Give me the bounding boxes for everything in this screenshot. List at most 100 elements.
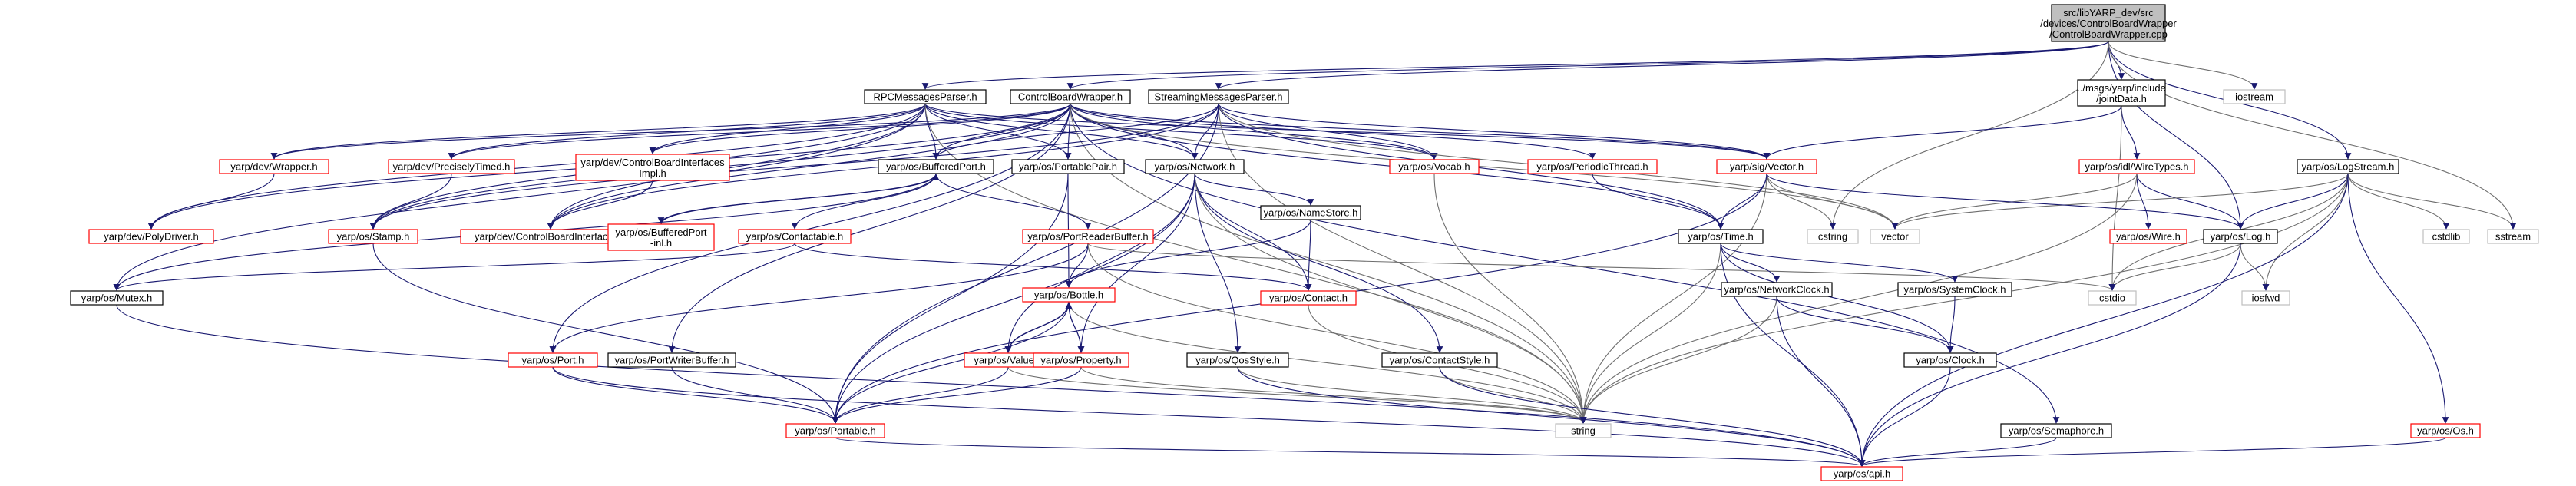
edge-time-to-systemclock [1720,243,1959,283]
node-label: yarp/os/Semaphore.h [2009,425,2104,437]
node-api[interactable]: yarp/os/api.h [1820,466,1903,481]
node-bottle[interactable]: yarp/os/Bottle.h [1022,287,1116,303]
node-os[interactable]: yarp/os/Os.h [2410,423,2481,438]
edge-qosstyle-to-string [1237,366,1587,424]
node-box [2109,229,2187,244]
node-label: /ControlBoardWrapper.cpp [2049,28,2168,40]
edge-bufportinl-to-bufport [660,174,940,225]
node-network[interactable]: yarp/os/Network.h [1145,159,1245,174]
node-wire[interactable]: yarp/os/Wire.h [2109,229,2187,244]
edge-cbw-to-precisely [448,103,1071,160]
node-port[interactable]: yarp/os/Port.h [508,352,598,368]
dependency-edges [113,41,2517,467]
node-cbw[interactable]: ControlBoardWrapper.h [1010,89,1131,104]
node-label: yarp/os/ContactStyle.h [1390,355,1490,366]
node-contactstyle[interactable]: yarp/os/ContactStyle.h [1381,352,1498,368]
edge-property-to-bottle [1065,302,1082,354]
node-label: vector [1881,231,1909,243]
edge-rpc-to-cbi [547,103,926,230]
edge-cbw-to-wrapper [270,103,1071,160]
edge-logstream-to-api [1858,173,2349,467]
node-box [2223,89,2286,104]
node-box [2077,79,2166,107]
node-contactable[interactable]: yarp/os/Contactable.h [738,229,852,244]
edge-property-to-string [1080,366,1587,424]
node-box [2422,229,2470,244]
node-label: yarp/os/Bottle.h [1034,289,1103,301]
node-rpc[interactable]: RPCMessagesParser.h [864,89,987,104]
node-namestore[interactable]: yarp/os/NameStore.h [1260,205,1361,220]
node-cbi[interactable]: yarp/dev/ControlBoardInterfaces.h [460,229,641,244]
node-contact[interactable]: yarp/os/Contact.h [1260,290,1357,306]
edge-vector-to-string [1579,173,1767,424]
edge-jointdata-to-vector [1763,105,2122,160]
node-label: ../msgs/yarp/include [2077,82,2166,94]
edge-bottle-to-string [1068,301,1587,424]
node-vector[interactable]: yarp/sig/Vector.h [1716,159,1817,174]
node-box [864,89,987,104]
node-systemclock[interactable]: yarp/os/SystemClock.h [1897,282,2012,297]
node-stream[interactable]: StreamingMessagesParser.h [1148,89,1289,104]
edge-network-to-contactstyle [1194,173,1443,353]
node-mutex[interactable]: yarp/os/Mutex.h [70,290,164,306]
node-box [388,159,515,174]
node-label: yarp/os/Property.h [1040,355,1121,366]
edge-log-to-iosfwd [2240,243,2270,291]
node-label: yarp/os/BufferedPort [616,226,707,238]
node-qosstyle[interactable]: yarp/os/QosStyle.h [1186,352,1289,368]
edge-log-to-api [1858,243,2241,467]
node-portablepair[interactable]: yarp/os/PortablePair.h [1011,159,1125,174]
edge-cbw-to-vocab [1070,103,1438,160]
node-wrapper[interactable]: yarp/dev/Wrapper.h [219,159,329,174]
node-box [2000,423,2112,438]
node-box [785,423,885,438]
node-logstream[interactable]: yarp/os/LogStream.h [2297,159,2399,174]
node-label: yarp/os/Os.h [2417,425,2474,437]
node-semaphore[interactable]: yarp/os/Semaphore.h [2000,423,2112,438]
node-networkclock[interactable]: yarp/os/NetworkClock.h [1721,282,1833,297]
edge-stamp-to-portable [372,243,839,424]
node-precisely[interactable]: yarp/dev/PreciselyTimed.h [388,159,515,174]
node-box [2088,290,2137,306]
node-stamp[interactable]: yarp/os/Stamp.h [328,229,418,244]
edge-vector-to-cstring [1766,173,1837,230]
node-portreaderbuffer[interactable]: yarp/os/PortReaderBuffer.h [1022,229,1154,244]
node-wiretypes[interactable]: yarp/os/idl/WireTypes.h [2078,159,2195,174]
node-log[interactable]: yarp/os/Log.h [2203,229,2278,244]
edge-stream-to-network [1191,103,1219,160]
node-property[interactable]: yarp/os/Property.h [1033,352,1129,368]
node-box [219,159,329,174]
edge-stream-to-vocab [1218,103,1438,160]
node-box [2297,159,2399,174]
node-vocab[interactable]: yarp/os/Vocab.h [1389,159,1480,174]
node-polydriver[interactable]: yarp/dev/PolyDriver.h [88,229,214,244]
node-box [1716,159,1817,174]
edge-systemclock-to-clock [1946,296,1956,353]
node-label: yarp/sig/Vector.h [1730,161,1804,173]
edge-jointdata-to-wiretypes [2121,105,2141,160]
edge-logstream-to-os [2347,173,2449,424]
node-box [1010,89,1131,104]
node-box [1022,287,1116,303]
node-label: cstdio [2099,293,2125,304]
node-label: yarp/os/Wire.h [2116,231,2181,243]
node-time[interactable]: yarp/os/Time.h [1678,229,1764,244]
node-box [1260,290,1357,306]
node-root[interactable]: src/libYARP_dev/src/devices/ControlBoard… [2040,4,2177,42]
node-portwriterbuffer[interactable]: yarp/os/PortWriterBuffer.h [607,352,736,368]
node-label: yarp/os/Mutex.h [81,293,153,304]
node-clock[interactable]: yarp/os/Clock.h [1903,352,1997,368]
node-label: yarp/os/NameStore.h [1264,207,1358,219]
node-bufport[interactable]: yarp/os/BufferedPort.h [878,159,994,174]
edge-os-to-api [1858,437,2446,467]
node-periodic[interactable]: yarp/os/PeriodicThread.h [1527,159,1658,174]
node-portable[interactable]: yarp/os/Portable.h [785,423,885,438]
node-cstdlib: cstdlib [2422,229,2470,244]
edge-namestore-to-contact [1305,219,1312,291]
node-bufportinl[interactable]: yarp/os/BufferedPort-inl.h [607,223,715,251]
node-label: yarp/os/PortReaderBuffer.h [1027,231,1148,243]
edge-stream-to-stamp [369,103,1219,230]
node-box [1381,352,1498,368]
node-jointdata[interactable]: ../msgs/yarp/include/jointData.h [2077,79,2166,107]
